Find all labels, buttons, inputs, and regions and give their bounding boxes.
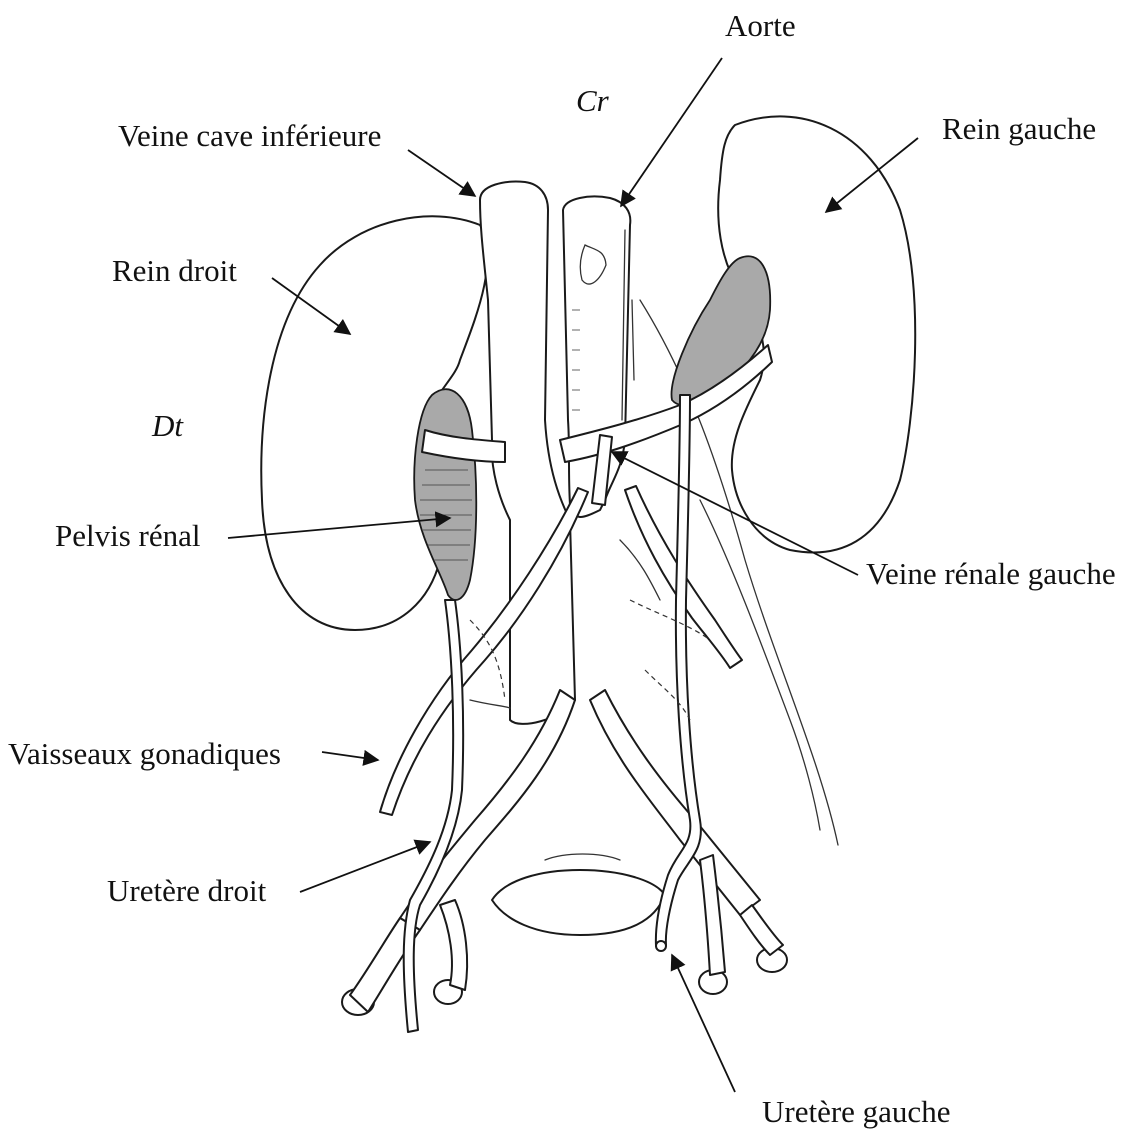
label-veine-cave: Veine cave inférieure bbox=[118, 120, 381, 151]
label-rein-droit: Rein droit bbox=[112, 255, 237, 286]
arrow-uretere-droit bbox=[300, 842, 430, 892]
label-cranial: Cr bbox=[576, 85, 609, 116]
arrow-vaisseaux bbox=[322, 752, 378, 760]
bladder bbox=[492, 870, 665, 935]
arrow-veine-cave bbox=[408, 150, 475, 196]
label-pelvis: Pelvis rénal bbox=[55, 520, 201, 551]
label-aorte: Aorte bbox=[725, 10, 796, 41]
arrow-rein-gauche bbox=[826, 138, 918, 212]
arrow-aorte bbox=[621, 58, 722, 206]
label-veine-renale: Veine rénale gauche bbox=[866, 558, 1116, 589]
label-vaisseaux: Vaisseaux gonadiques bbox=[8, 738, 281, 769]
label-dorsal: Dt bbox=[152, 410, 183, 441]
label-uretere-droit: Uretère droit bbox=[107, 875, 266, 906]
label-rein-gauche: Rein gauche bbox=[942, 113, 1096, 144]
label-uretere-gauche: Uretère gauche bbox=[762, 1096, 950, 1127]
arrow-pelvis bbox=[228, 518, 450, 538]
right-renal-pelvis bbox=[414, 389, 476, 600]
